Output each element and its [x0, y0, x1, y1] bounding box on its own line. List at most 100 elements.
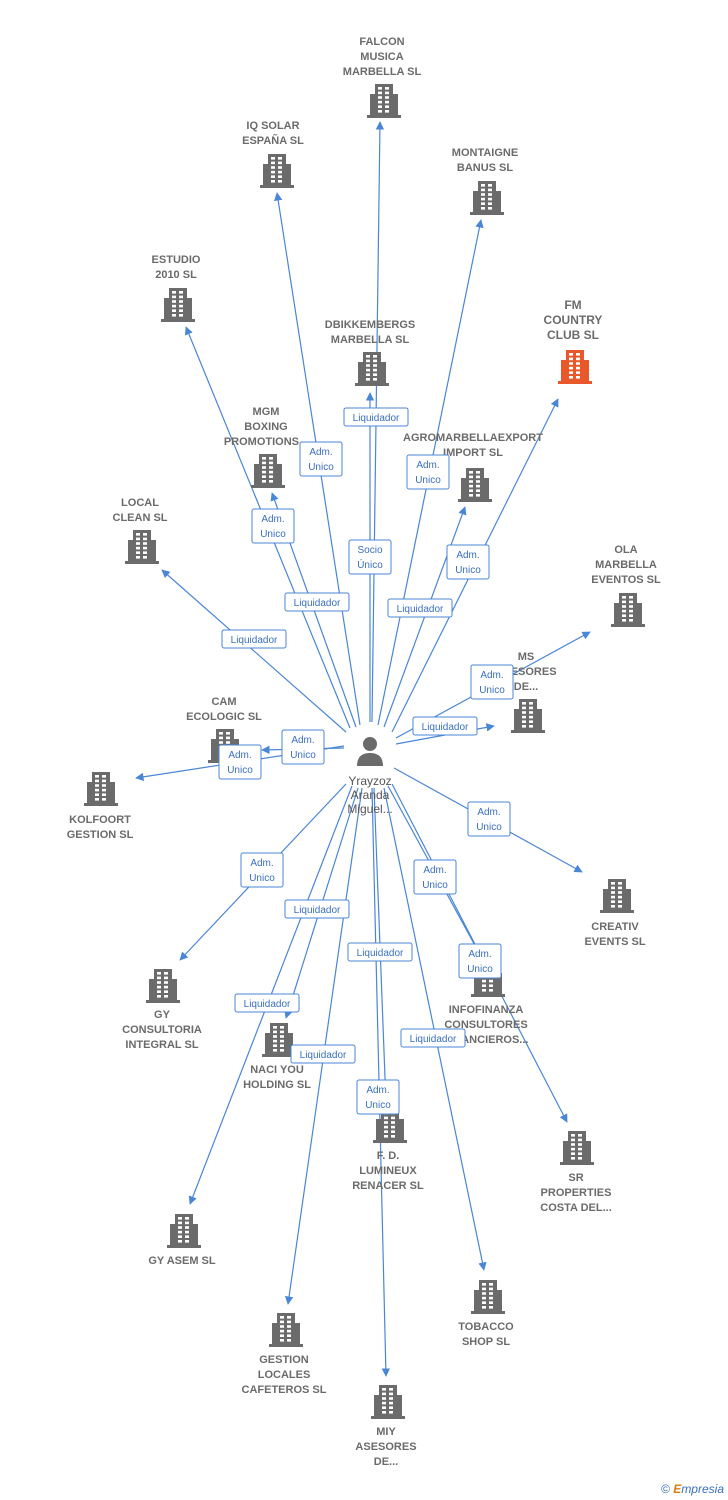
building-base — [355, 383, 389, 386]
building-window — [185, 1235, 189, 1238]
building-window — [578, 1134, 582, 1137]
building-window — [280, 1026, 284, 1029]
building-window — [143, 542, 147, 545]
building-wing-left — [211, 739, 217, 761]
building-window — [179, 291, 183, 294]
relation-badge-gyasem: Liquidador — [234, 993, 300, 1013]
building-icon — [262, 1023, 296, 1057]
relation-badge-gyconsultoria: Adm.Unico — [240, 852, 284, 888]
company-label-line: MARBELLA SL — [343, 66, 422, 78]
relation-badge-box — [470, 664, 514, 700]
building-window — [178, 1240, 182, 1243]
building-icon — [371, 1385, 405, 1419]
building-wing-left — [474, 1290, 480, 1312]
building-window — [622, 614, 626, 617]
building-window — [373, 359, 377, 363]
building-window — [219, 736, 223, 740]
company-label-line: COSTA DEL... — [540, 1202, 612, 1214]
building-window — [172, 314, 176, 317]
relation-badge-text: Liquidador — [422, 722, 469, 733]
company-node-miyasesores[interactable]: MIYASESORESDE... — [355, 1385, 417, 1468]
building-base — [167, 1245, 201, 1248]
building-window — [629, 596, 633, 599]
company-label-line: DE... — [374, 1456, 398, 1468]
building-window — [280, 1039, 284, 1043]
building-window — [172, 300, 176, 303]
building-window — [382, 1388, 386, 1391]
building-wing-left — [87, 782, 93, 804]
building-window — [482, 1296, 486, 1300]
company-label-line: FALCON — [359, 36, 404, 48]
building-tower — [363, 352, 381, 384]
building-wing-left — [263, 164, 269, 186]
building-window — [481, 188, 485, 192]
person-node[interactable]: YrayzozArandaMiguel... — [347, 737, 393, 816]
building-window — [384, 1135, 388, 1138]
company-node-mgm[interactable]: MGMBOXINGPROMOTIONS... — [224, 406, 308, 488]
company-label-line: GY — [154, 1009, 171, 1021]
relation-badge-text: Socio — [357, 545, 382, 556]
building-window — [172, 309, 176, 312]
relation-badge-box — [281, 729, 325, 765]
company-node-gyasem[interactable]: GY ASEM SL — [148, 1214, 216, 1267]
relation-badge-text: Adm. — [366, 1085, 389, 1096]
building-window — [382, 1401, 386, 1405]
company-label-line: INFOFINANZA — [449, 1004, 524, 1016]
building-window — [391, 1116, 395, 1120]
person-body — [357, 753, 383, 766]
relation-badge-text: Liquidador — [294, 905, 341, 916]
relation-badge-text: Liquidador — [353, 413, 400, 424]
building-window — [618, 900, 622, 903]
company-label-line: NACI YOU — [250, 1064, 304, 1076]
building-window — [280, 1320, 284, 1324]
relation-badge-kolfoort: Adm.Unico — [218, 744, 262, 780]
company-label-line: MIY — [376, 1426, 396, 1438]
building-window — [102, 798, 106, 801]
building-window — [179, 314, 183, 317]
brand-footer[interactable]: © Empresia — [661, 1482, 724, 1496]
building-tower — [519, 699, 537, 731]
building-window — [179, 309, 183, 312]
building-window — [571, 1157, 575, 1160]
building-window — [95, 784, 99, 787]
building-window — [482, 984, 486, 987]
building-window — [262, 461, 266, 465]
building-window — [569, 366, 573, 370]
building-icon — [251, 454, 285, 488]
relation-badge-naciyou: Liquidador — [284, 899, 350, 919]
building-window — [366, 364, 370, 367]
building-window — [385, 110, 389, 113]
building-tower — [270, 1023, 288, 1055]
building-window — [280, 1049, 284, 1052]
building-window — [178, 1230, 182, 1234]
building-window — [488, 184, 492, 187]
company-node-infofinanza[interactable]: INFOFINANZACONSULTORESFINANCIEROS... — [444, 963, 529, 1046]
building-window — [278, 170, 282, 174]
building-window — [569, 353, 573, 356]
building-window — [226, 741, 230, 744]
company-node-msasesores[interactable]: MSASESORESDE... — [495, 651, 557, 733]
building-wing-left — [561, 360, 567, 382]
building-window — [576, 371, 580, 374]
building-wing-right — [285, 164, 291, 186]
